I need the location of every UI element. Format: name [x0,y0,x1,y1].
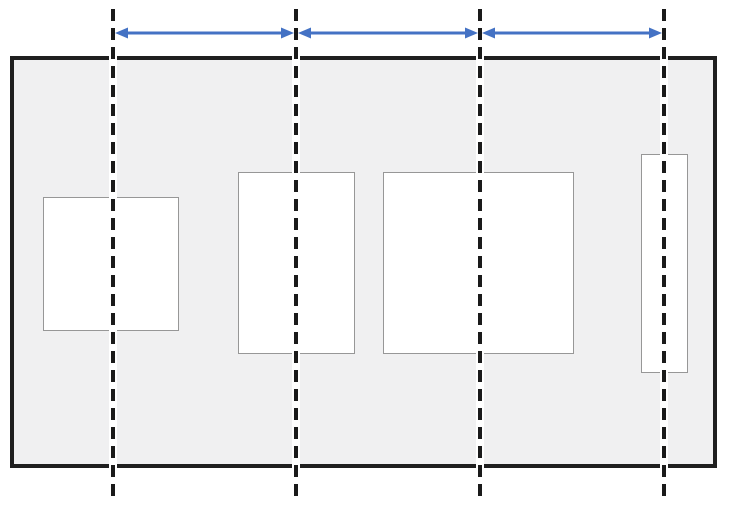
dashed-guide-line-4 [660,9,668,503]
dash-pattern [662,9,666,503]
dash-pattern [478,9,482,503]
dash-pattern [111,9,115,503]
dimension-arrow-1 [115,27,294,39]
dash-pattern [294,9,298,503]
dashed-guide-line-1 [109,9,117,503]
arrow-head-right [281,27,294,39]
dimension-arrow-3 [482,27,662,39]
arrow-head-right [465,27,478,39]
dashed-guide-line-2 [292,9,300,503]
arrow-head-left [298,27,311,39]
arrow-head-left [482,27,495,39]
dimension-arrow-2 [298,27,478,39]
arrow-head-left [115,27,128,39]
dashed-guide-line-3 [476,9,484,503]
arrow-head-right [649,27,662,39]
